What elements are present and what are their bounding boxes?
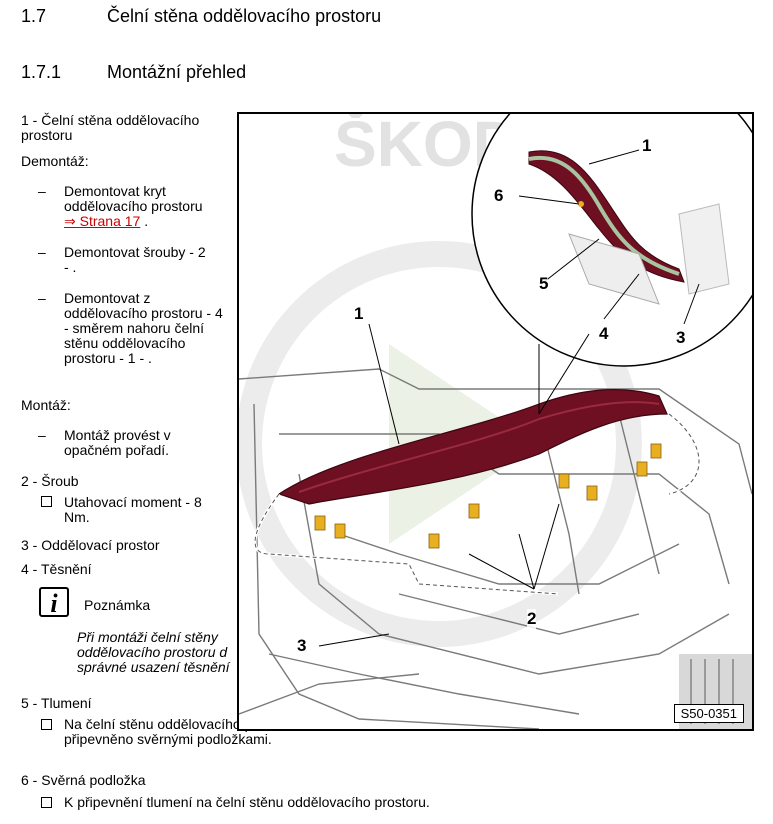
subsection-title: Montážní přehled (107, 62, 247, 82)
install-heading: Montáž: (21, 397, 71, 413)
detail-damping (568, 233, 660, 305)
removal-step-2: Demontovat šrouby - 2 - . (64, 244, 206, 275)
callout-1: 1 (354, 304, 364, 324)
item-6-label: 6 - Svěrná podložka (21, 772, 146, 788)
item-3-label: 3 - Oddělovací prostor (21, 537, 160, 553)
checkbox-bullet (41, 719, 52, 730)
callout-3: 3 (297, 636, 307, 656)
checkbox-bullet (41, 496, 52, 507)
removal-step-1: Demontovat kryt oddělovacího prostoru ⇒ … (64, 183, 203, 229)
panel-highlight (298, 401, 660, 493)
assembly-figure: ŠKODA (237, 112, 754, 731)
note-text: Při montáži čelní stěny oddělovacího pro… (77, 630, 230, 675)
subsection-number: 1.7.1 (21, 62, 62, 82)
assembly-drawing: ŠKODA (239, 114, 752, 729)
info-icon: i (39, 587, 69, 618)
step-dash: – (38, 183, 46, 199)
callout-5: 5 (539, 274, 549, 294)
step-dash: – (38, 427, 46, 443)
item-5-label: 5 - Tlumení (21, 695, 92, 711)
detail-pointer (538, 333, 590, 415)
page-link[interactable]: ⇒ Strana 17 (64, 213, 141, 229)
item-2-label: 2 - Šroub (21, 473, 79, 489)
step-dash: – (38, 244, 46, 260)
detail-bracket (678, 203, 730, 295)
callout-1-detail: 1 (642, 136, 652, 156)
section-title: Čelní stěna oddělovacího prostoru (107, 6, 382, 26)
figure-code: S50-0351 (673, 704, 744, 723)
bulkhead-panel (277, 389, 668, 505)
callout-4: 4 (599, 324, 609, 344)
removal-heading: Demontáž: (21, 153, 89, 169)
callout-2: 2 (527, 609, 537, 629)
removal-step-3: Demontovat z oddělovacího prostoru - 4 -… (64, 290, 223, 366)
item-4-label: 4 - Těsnění (21, 561, 92, 577)
callout-6: 6 (494, 186, 504, 206)
item-1-label: 1 - Čelní stěna oddělovacího prostoru (21, 112, 200, 143)
car-body (239, 368, 752, 729)
step-dash: – (38, 290, 46, 306)
checkbox-bullet (41, 797, 52, 808)
watermark-ring (239, 241, 642, 647)
install-step-1: Montáž provést v opačném pořadí. (64, 427, 171, 458)
callout-3-detail: 3 (676, 328, 686, 348)
detail-clip (578, 201, 584, 207)
section-number: 1.7 (21, 6, 47, 26)
detail-leaders (518, 149, 700, 325)
screws (314, 443, 662, 549)
detail-seal (528, 155, 680, 276)
leader-lines (318, 323, 560, 647)
dashed-guides (254, 413, 700, 595)
note-title: Poznámka (84, 597, 151, 613)
item-2-note: Utahovací moment - 8 Nm. (64, 494, 202, 525)
item-6-note: K připevnění tlumení na čelní stěnu oddě… (64, 794, 430, 810)
